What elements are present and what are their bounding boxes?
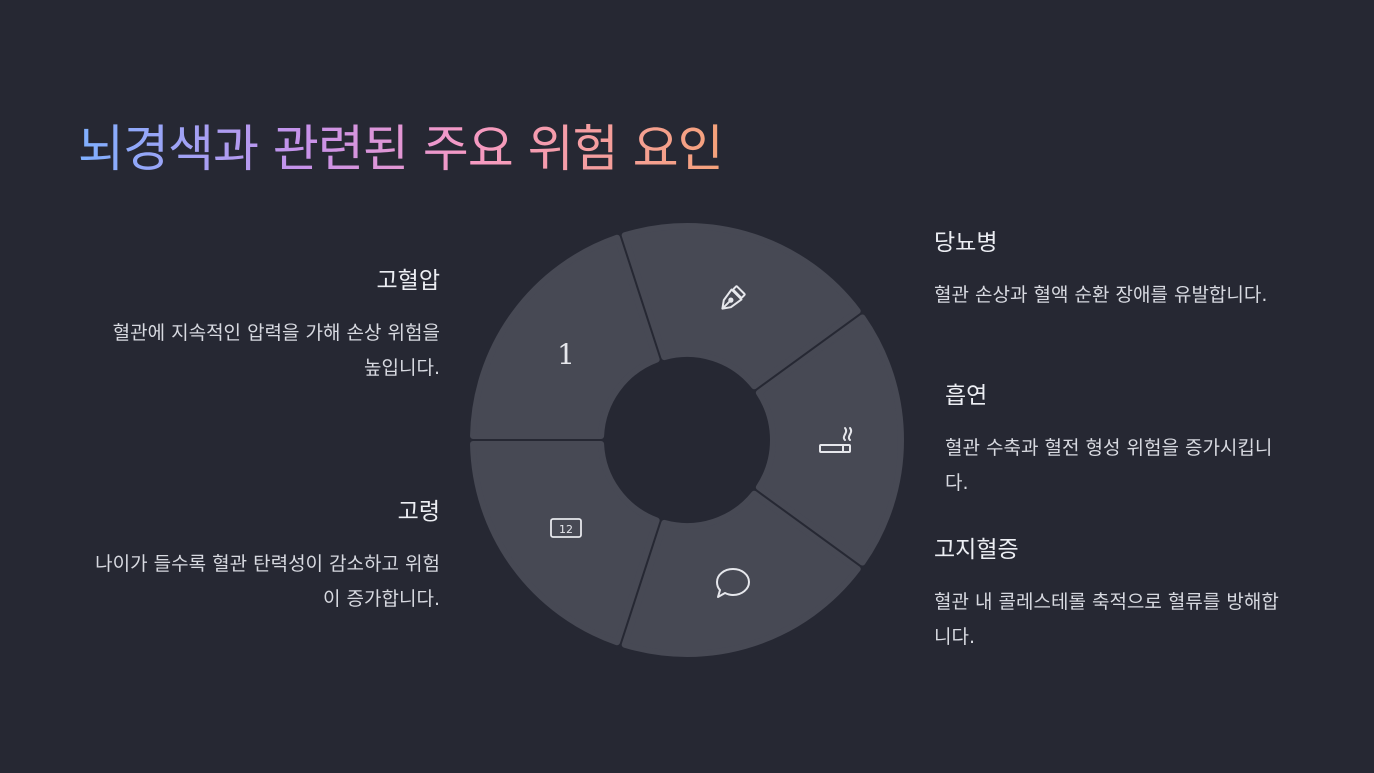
speech-bubble-icon xyxy=(716,568,750,598)
factor-description: 혈관에 지속적인 압력을 가해 손상 위험을 높입니다. xyxy=(112,322,440,379)
wheel-segment-numeral-one-glyph xyxy=(470,234,660,440)
factor-age: 고령 나이가 들수록 혈관 탄력성이 감소하고 위험이 증가합니다. xyxy=(90,497,440,617)
factor-smoking: 흡연 혈관 수축과 혈전 형성 위험을 증가시킵니다. xyxy=(945,381,1295,501)
calendar-12-icon: 12 xyxy=(550,518,582,538)
factor-description: 혈관 수축과 혈전 형성 위험을 증가시킵니다. xyxy=(945,437,1273,494)
cigarette-icon xyxy=(819,427,853,453)
factor-diabetes: 당뇨병 혈관 손상과 혈액 순환 장애를 유발합니다. xyxy=(934,228,1284,313)
numeral-one-glyph: 1 xyxy=(557,338,575,371)
factor-heading: 고지혈증 xyxy=(934,537,1019,563)
pen-nib-icon xyxy=(721,285,746,310)
factor-description: 나이가 들수록 혈관 탄력성이 감소하고 위험이 증가합니다. xyxy=(95,553,440,610)
factor-heading: 흡연 xyxy=(945,383,988,409)
factor-description: 혈관 내 콜레스테롤 축적으로 혈류를 방해합니다. xyxy=(934,591,1279,648)
factor-heading: 고령 xyxy=(397,499,440,525)
factor-heading: 고혈압 xyxy=(376,268,440,294)
wheel-segment-speech-bubble-icon xyxy=(621,490,861,657)
wheel-segments xyxy=(470,223,904,657)
factor-hypertension: 고혈압 혈관에 지속적인 압력을 가해 손상 위험을 높입니다. xyxy=(90,266,440,386)
calendar-number: 12 xyxy=(559,523,573,536)
factor-cholesterol: 고지혈증 혈관 내 콜레스테롤 축적으로 혈류를 방해합니다. xyxy=(934,535,1284,655)
factor-heading: 당뇨병 xyxy=(934,230,998,256)
factor-description: 혈관 손상과 혈액 순환 장애를 유발합니다. xyxy=(934,284,1268,306)
page-title: 뇌경색과 관련된 주요 위험 요인 xyxy=(78,118,724,181)
wheel-segment-calendar-12-icon xyxy=(470,440,660,646)
wheel-segment-cigarette-icon xyxy=(755,314,904,566)
wheel-segment-pen-nib-icon xyxy=(621,223,861,390)
